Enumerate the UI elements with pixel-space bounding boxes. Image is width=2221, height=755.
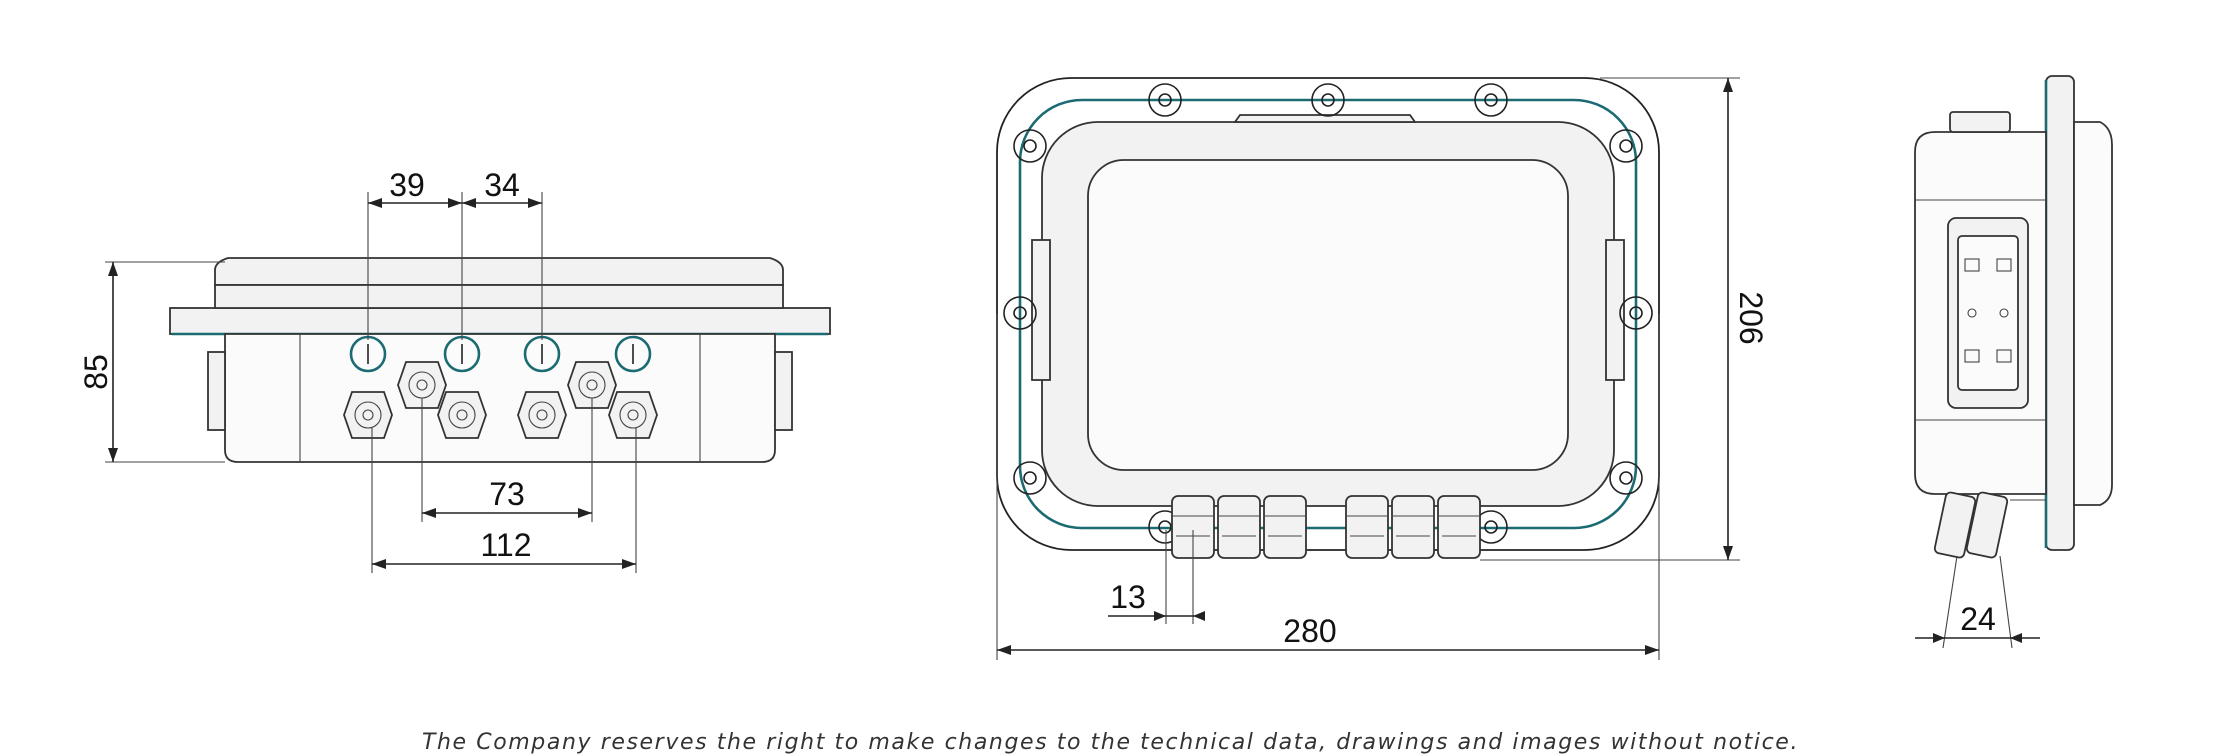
top-hinge <box>1233 114 1417 123</box>
front-lid <box>214 257 784 286</box>
top-cable-glands <box>1171 495 1481 559</box>
side-view: 24 <box>1914 75 2113 649</box>
dim-112-label: 112 <box>480 527 531 563</box>
dim-13-label: 13 <box>1110 579 1146 615</box>
side-top-hinge <box>1949 111 2011 133</box>
top-window <box>1087 159 1569 471</box>
dim-34-label: 34 <box>484 167 520 203</box>
dim-206-label: 206 <box>1733 291 1769 344</box>
side-cable-glands <box>1933 491 2046 559</box>
top-gasket <box>1018 98 1638 530</box>
top-latch-left <box>1031 239 1051 381</box>
top-view: 206 280 13 <box>996 77 1769 660</box>
dim-85-label: 85 <box>78 354 114 390</box>
front-base <box>224 333 776 463</box>
dim-39-label: 39 <box>389 167 425 203</box>
front-flange <box>169 307 831 335</box>
front-lid-band <box>214 284 784 309</box>
footer-notice: The Company reserves the right to make c… <box>421 730 1800 755</box>
dim-24-label: 24 <box>1960 601 1996 637</box>
side-flange <box>2045 75 2075 551</box>
front-view: 85 39 34 73 112 <box>78 167 831 573</box>
front-latch-left <box>207 351 226 431</box>
side-lid <box>2073 121 2113 506</box>
dim-280-label: 280 <box>1283 613 1336 649</box>
front-latch-right <box>774 351 793 431</box>
front-cable-glands <box>343 361 658 439</box>
top-latch-right <box>1605 239 1625 381</box>
dim-73-label: 73 <box>489 476 525 512</box>
